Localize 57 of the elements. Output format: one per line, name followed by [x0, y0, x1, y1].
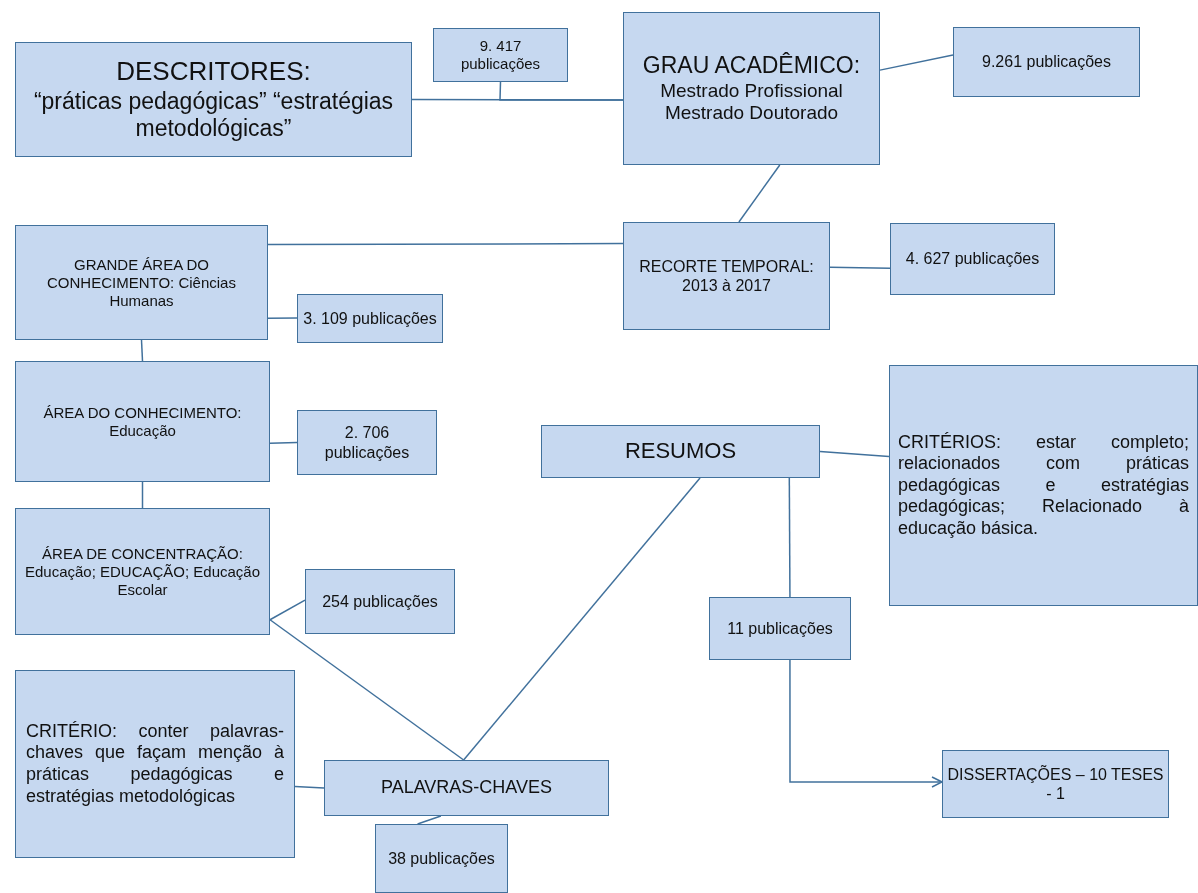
connector-line [462, 477, 701, 761]
connector-line [269, 441, 298, 445]
box-text: 11 publicações [726, 618, 834, 639]
connector-line [267, 242, 624, 246]
process-box [889, 365, 1198, 606]
box-text: 4. 627 publicações [904, 249, 1041, 269]
connector-line [140, 339, 144, 362]
box-text: DISSERTAÇÕES – 10 TESES - 1 [947, 764, 1164, 804]
box-text: ÁREA DO CONHECIMENTO: Educação [42, 403, 243, 440]
box-text: 2. 706 publicações [323, 423, 411, 462]
process-box [953, 27, 1140, 97]
arrow [789, 659, 943, 788]
connector-line [141, 481, 144, 509]
process-box [15, 225, 268, 340]
box-text: CRITÉRIO: conter palavras-chaves que façam menção à práticas pedagógicas e estratégias metodológicas [26, 720, 284, 808]
box-text: “práticas pedagógicas” “estratégias metodológicas” [32, 87, 395, 143]
process-box [324, 760, 609, 816]
box-text: 3. 109 publicações [302, 308, 438, 329]
box-text: 9. 417 publicações [459, 37, 542, 73]
process-box [541, 425, 820, 478]
process-box [623, 12, 880, 165]
box-text: RESUMOS [623, 438, 738, 465]
connector-line [269, 619, 465, 761]
box-text: GRANDE ÁREA DO CONHECIMENTO: Ciências Humanas [46, 255, 237, 310]
connector-line [879, 54, 954, 71]
box-heading: GRAU ACADÊMICO: [641, 51, 862, 80]
connector-line [267, 317, 298, 319]
box-text: RECORTE TEMPORAL: 2013 à 2017 [638, 256, 815, 296]
connector-line [499, 81, 624, 101]
box-text: CRITÉRIOS: estar completo; relacionados com práticas pedagógicas e estratégias pedagógicas; Relacionado à educação básica. [898, 431, 1189, 540]
process-box [433, 28, 568, 82]
process-box [297, 294, 443, 343]
connector-line [738, 164, 781, 223]
connector-line [819, 450, 890, 458]
box-text: 9.261 publicações [981, 52, 1112, 72]
process-box [297, 410, 437, 475]
process-box [709, 597, 851, 660]
process-box [890, 223, 1055, 295]
process-box [623, 222, 830, 330]
process-box [15, 42, 412, 157]
process-box [305, 569, 455, 634]
connector-line [269, 599, 306, 621]
process-box [15, 361, 270, 482]
box-text: ÁREA DE CONCENTRAÇÃO: Educação; EDUCAÇÃO; Educação Escolar [23, 544, 262, 599]
process-box [942, 750, 1169, 818]
process-box [15, 670, 295, 858]
connector-line [788, 477, 791, 598]
box-text: Mestrado Profissional Mestrado Doutorado [659, 79, 844, 126]
process-box [375, 824, 508, 893]
connector-line [829, 266, 891, 270]
box-heading: DESCRITORES: [115, 56, 312, 88]
box-text: PALAVRAS-CHAVES [379, 777, 554, 799]
box-text: 254 publicações [321, 591, 439, 612]
connector-line [294, 785, 325, 789]
process-box [15, 508, 270, 635]
box-text: 38 publicações [387, 848, 496, 869]
connector-line [416, 815, 442, 825]
